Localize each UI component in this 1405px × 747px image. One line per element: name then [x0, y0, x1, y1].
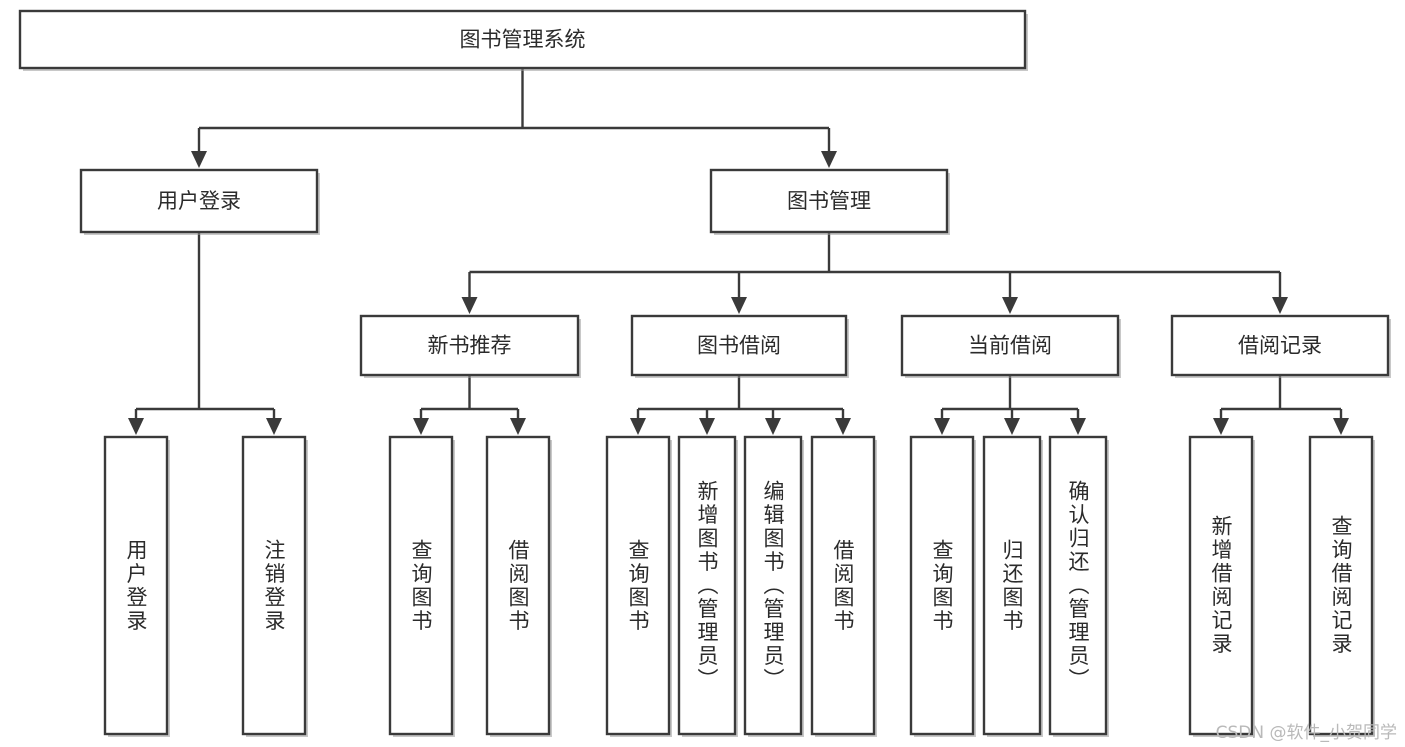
node-box-leaf-add-book-admin[interactable] — [677, 435, 737, 736]
arrow-head-icon — [266, 418, 282, 435]
node-label-root: 图书管理系统 — [460, 28, 586, 52]
node-leaf-confirm-return[interactable] — [1048, 435, 1109, 737]
node-box-leaf-query-book-3[interactable] — [909, 435, 975, 736]
connector-layer — [128, 68, 1349, 435]
node-box-current-borrow[interactable] — [900, 314, 1120, 377]
arrow-head-icon — [1002, 297, 1018, 314]
node-box-leaf-borrow-book-1[interactable] — [485, 435, 551, 736]
node-label-user-login: 用户登录 — [157, 189, 241, 213]
node-box-new-book-recommend[interactable] — [359, 314, 580, 377]
node-label-book-borrow: 图书借阅 — [697, 334, 781, 358]
node-leaf-borrow-book-1[interactable] — [485, 435, 552, 737]
node-leaf-query-book-1[interactable] — [388, 435, 455, 737]
node-leaf-add-record[interactable] — [1188, 435, 1255, 737]
node-box-book-management[interactable] — [709, 168, 949, 234]
node-box-leaf-query-book-1[interactable] — [388, 435, 454, 736]
node-root[interactable]: 图书管理系统 — [18, 9, 1028, 71]
node-leaf-return-book[interactable] — [982, 435, 1043, 737]
node-box-leaf-user-login[interactable] — [103, 435, 169, 736]
node-new-book-recommend[interactable]: 新书推荐 — [359, 314, 581, 378]
node-leaf-user-logout[interactable] — [241, 435, 308, 737]
node-box-leaf-edit-book-admin[interactable] — [743, 435, 803, 736]
node-leaf-borrow-book-2[interactable] — [810, 435, 877, 737]
node-box-leaf-user-logout[interactable] — [241, 435, 307, 736]
node-leaf-add-book-admin[interactable] — [677, 435, 738, 737]
node-label-current-borrow: 当前借阅 — [968, 334, 1052, 358]
arrow-head-icon — [821, 151, 837, 168]
arrow-head-icon — [1213, 418, 1229, 435]
arrow-head-icon — [835, 418, 851, 435]
node-box-leaf-return-book[interactable] — [982, 435, 1042, 736]
node-label-borrow-record: 借阅记录 — [1238, 334, 1322, 358]
arrow-head-icon — [128, 418, 144, 435]
arrow-head-icon — [765, 418, 781, 435]
watermark-text: CSDN @软件_小贺同学 — [1215, 723, 1397, 743]
node-box-leaf-add-record[interactable] — [1188, 435, 1254, 736]
node-leaf-edit-book-admin[interactable] — [743, 435, 804, 737]
arrow-head-icon — [699, 418, 715, 435]
node-leaf-query-book-3[interactable] — [909, 435, 976, 737]
arrow-head-icon — [510, 418, 526, 435]
node-leaf-user-login[interactable] — [103, 435, 170, 737]
node-book-borrow[interactable]: 图书借阅 — [630, 314, 849, 378]
node-box-leaf-query-book-2[interactable] — [605, 435, 671, 736]
node-box-leaf-borrow-book-2[interactable] — [810, 435, 876, 736]
node-label-new-book-recommend: 新书推荐 — [428, 334, 512, 358]
node-borrow-record[interactable]: 借阅记录 — [1170, 314, 1391, 378]
arrow-head-icon — [1004, 418, 1020, 435]
arrow-head-icon — [191, 151, 207, 168]
node-leaf-query-record[interactable] — [1308, 435, 1375, 737]
arrow-head-icon — [731, 297, 747, 314]
arrow-head-icon — [630, 418, 646, 435]
arrow-head-icon — [934, 418, 950, 435]
arrow-head-icon — [461, 297, 478, 314]
node-box-borrow-record[interactable] — [1170, 314, 1390, 377]
node-current-borrow[interactable]: 当前借阅 — [900, 314, 1121, 378]
node-user-login[interactable]: 用户登录 — [79, 168, 320, 235]
arrow-head-icon — [1272, 297, 1288, 314]
arrow-head-icon — [413, 418, 429, 435]
node-leaf-query-book-2[interactable] — [605, 435, 672, 737]
arrow-head-icon — [1333, 418, 1349, 435]
node-box-leaf-query-record[interactable] — [1308, 435, 1374, 736]
node-book-management[interactable]: 图书管理 — [709, 168, 950, 235]
node-box-user-login[interactable] — [79, 168, 319, 234]
node-label-book-management: 图书管理 — [787, 189, 871, 213]
arrow-head-icon — [1070, 418, 1086, 435]
node-box-book-borrow[interactable] — [630, 314, 848, 377]
node-box-root[interactable] — [18, 9, 1027, 70]
node-box-leaf-confirm-return[interactable] — [1048, 435, 1108, 736]
